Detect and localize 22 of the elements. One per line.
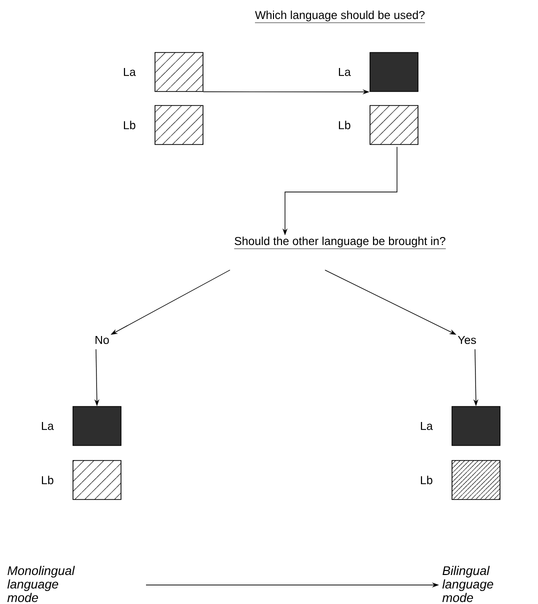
swatch-box — [370, 105, 418, 145]
language-label: Lb — [124, 120, 136, 130]
language-label: La — [338, 68, 351, 76]
swatch-box — [452, 460, 500, 500]
swatch-box — [72, 406, 122, 446]
language-label: La — [42, 422, 54, 430]
swatch-box — [72, 460, 122, 500]
language-label: Lb — [42, 476, 54, 484]
language-label: La — [124, 68, 136, 76]
answer-text: No — [96, 336, 109, 344]
mode-text: Bilingual language mode — [442, 566, 494, 602]
mode-text: Monolingual language mode — [7, 566, 75, 602]
language-label: Lb — [420, 476, 432, 484]
question-text: Should the other language be brought in? — [234, 236, 446, 249]
language-label: La — [420, 422, 433, 430]
swatch-box — [154, 105, 204, 145]
heading: Which language should be used? — [254, 10, 426, 23]
swatch-box — [154, 52, 204, 92]
language-label: Lb — [338, 120, 350, 130]
answer-text: Yes — [458, 336, 476, 344]
swatch-box — [452, 406, 500, 446]
swatch-box — [370, 52, 418, 92]
